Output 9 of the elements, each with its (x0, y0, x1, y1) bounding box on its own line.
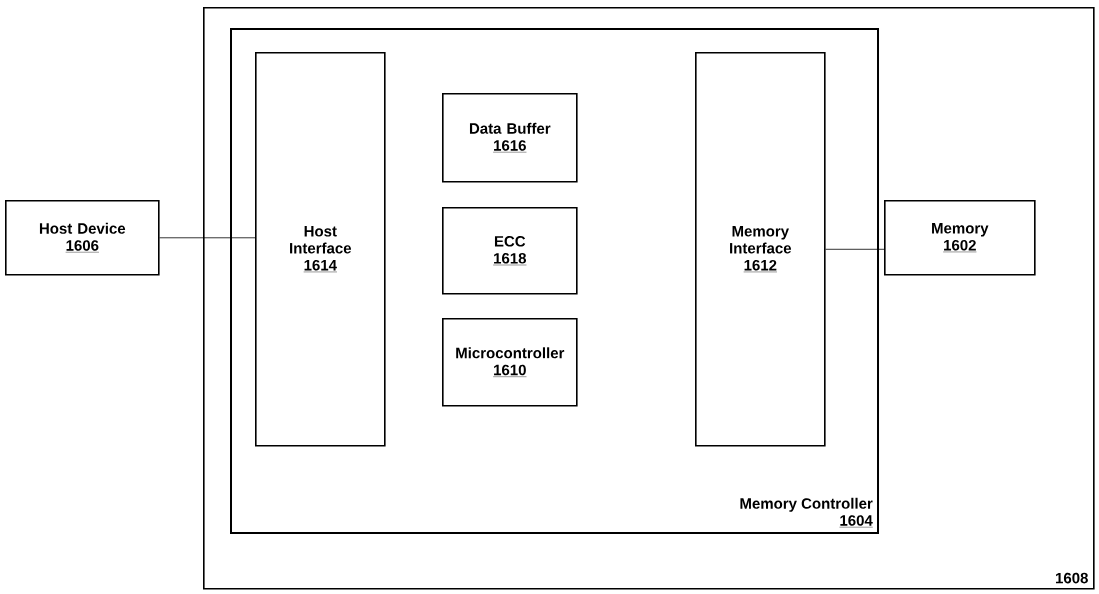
component-box: Data Buffer 1616 (442, 93, 578, 183)
component-box: Microcontroller 1610 (442, 318, 578, 407)
component-box: Host Interface 1614 (255, 52, 386, 447)
device-box: Host Device 1606 (5, 200, 160, 276)
component-box: ECC 1618 (442, 207, 578, 295)
connector-line (825, 248, 885, 250)
connector-line (159, 237, 256, 239)
component-box: Memory Interface 1612 (695, 52, 826, 447)
device-box: Memory 1602 (884, 200, 1036, 276)
